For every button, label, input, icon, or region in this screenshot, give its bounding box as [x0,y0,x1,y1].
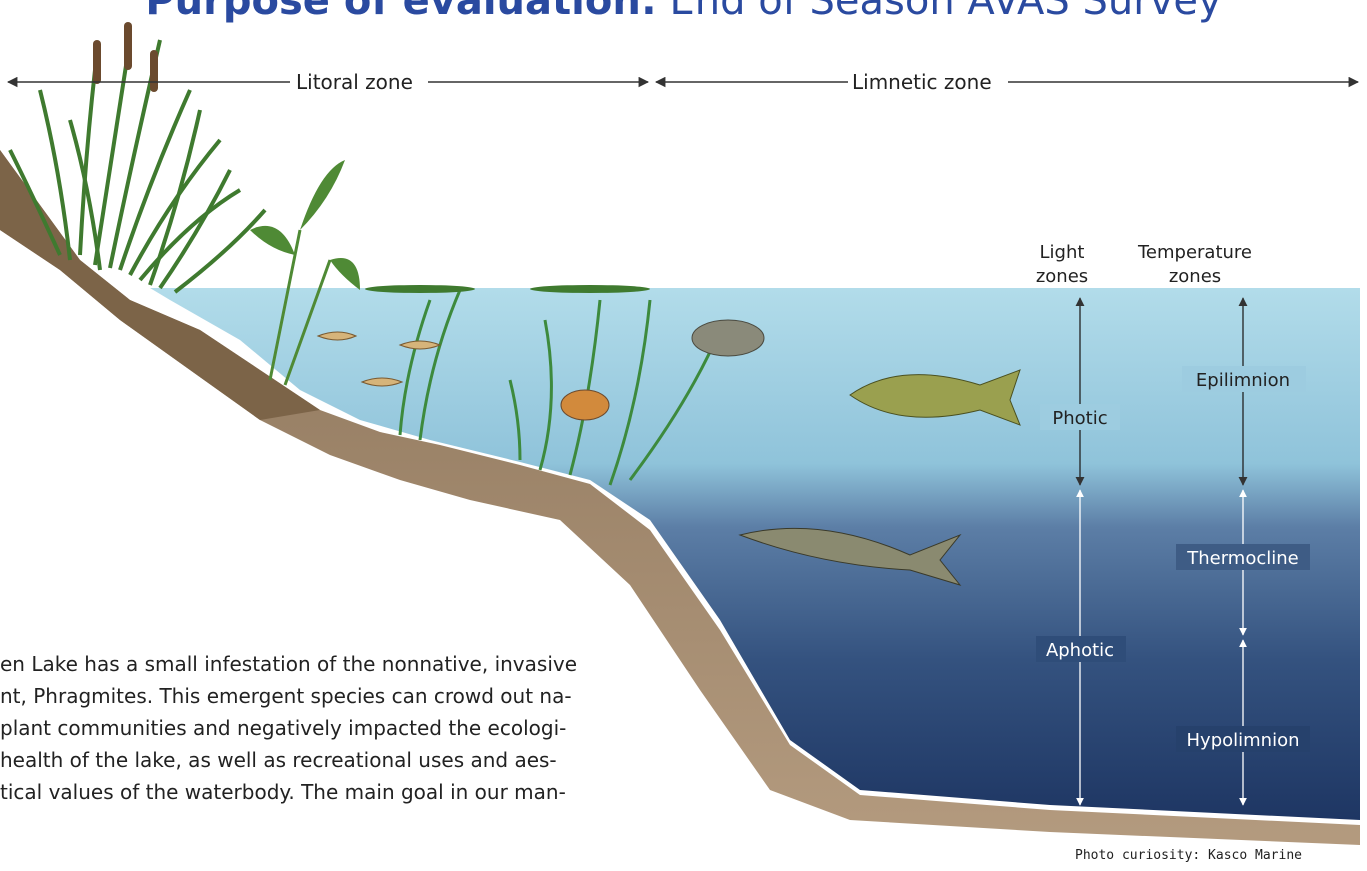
body-line: en Lake has a small infestation of the n… [0,648,760,680]
body-line: plant communities and negatively impacte… [0,712,760,744]
epilimnion-label: Epilimnion [1196,370,1290,391]
temperature-zones-header-1: Temperature [1137,242,1252,263]
body-line: nt, Phragmites. This emergent species ca… [0,680,760,712]
thermocline-label: Thermocline [1186,548,1299,569]
limnetic-zone-label: Limnetic zone [852,70,992,94]
littoral-zone-label: Litoral zone [296,70,413,94]
light-zones-header-1: Light [1040,242,1085,263]
body-text: en Lake has a small infestation of the n… [0,648,760,808]
body-line: health of the lake, as well as recreatio… [0,744,760,776]
temperature-zones-header-2: zones [1169,266,1221,287]
light-zones-header-2: zones [1036,266,1088,287]
hypolimnion-label: Hypolimnion [1187,730,1300,751]
photic-label: Photic [1052,408,1107,429]
body-line: tical values of the waterbody. The main … [0,776,760,808]
aphotic-label: Aphotic [1046,640,1114,661]
photo-credit: Photo curiosity: Kasco Marine [1075,848,1302,863]
